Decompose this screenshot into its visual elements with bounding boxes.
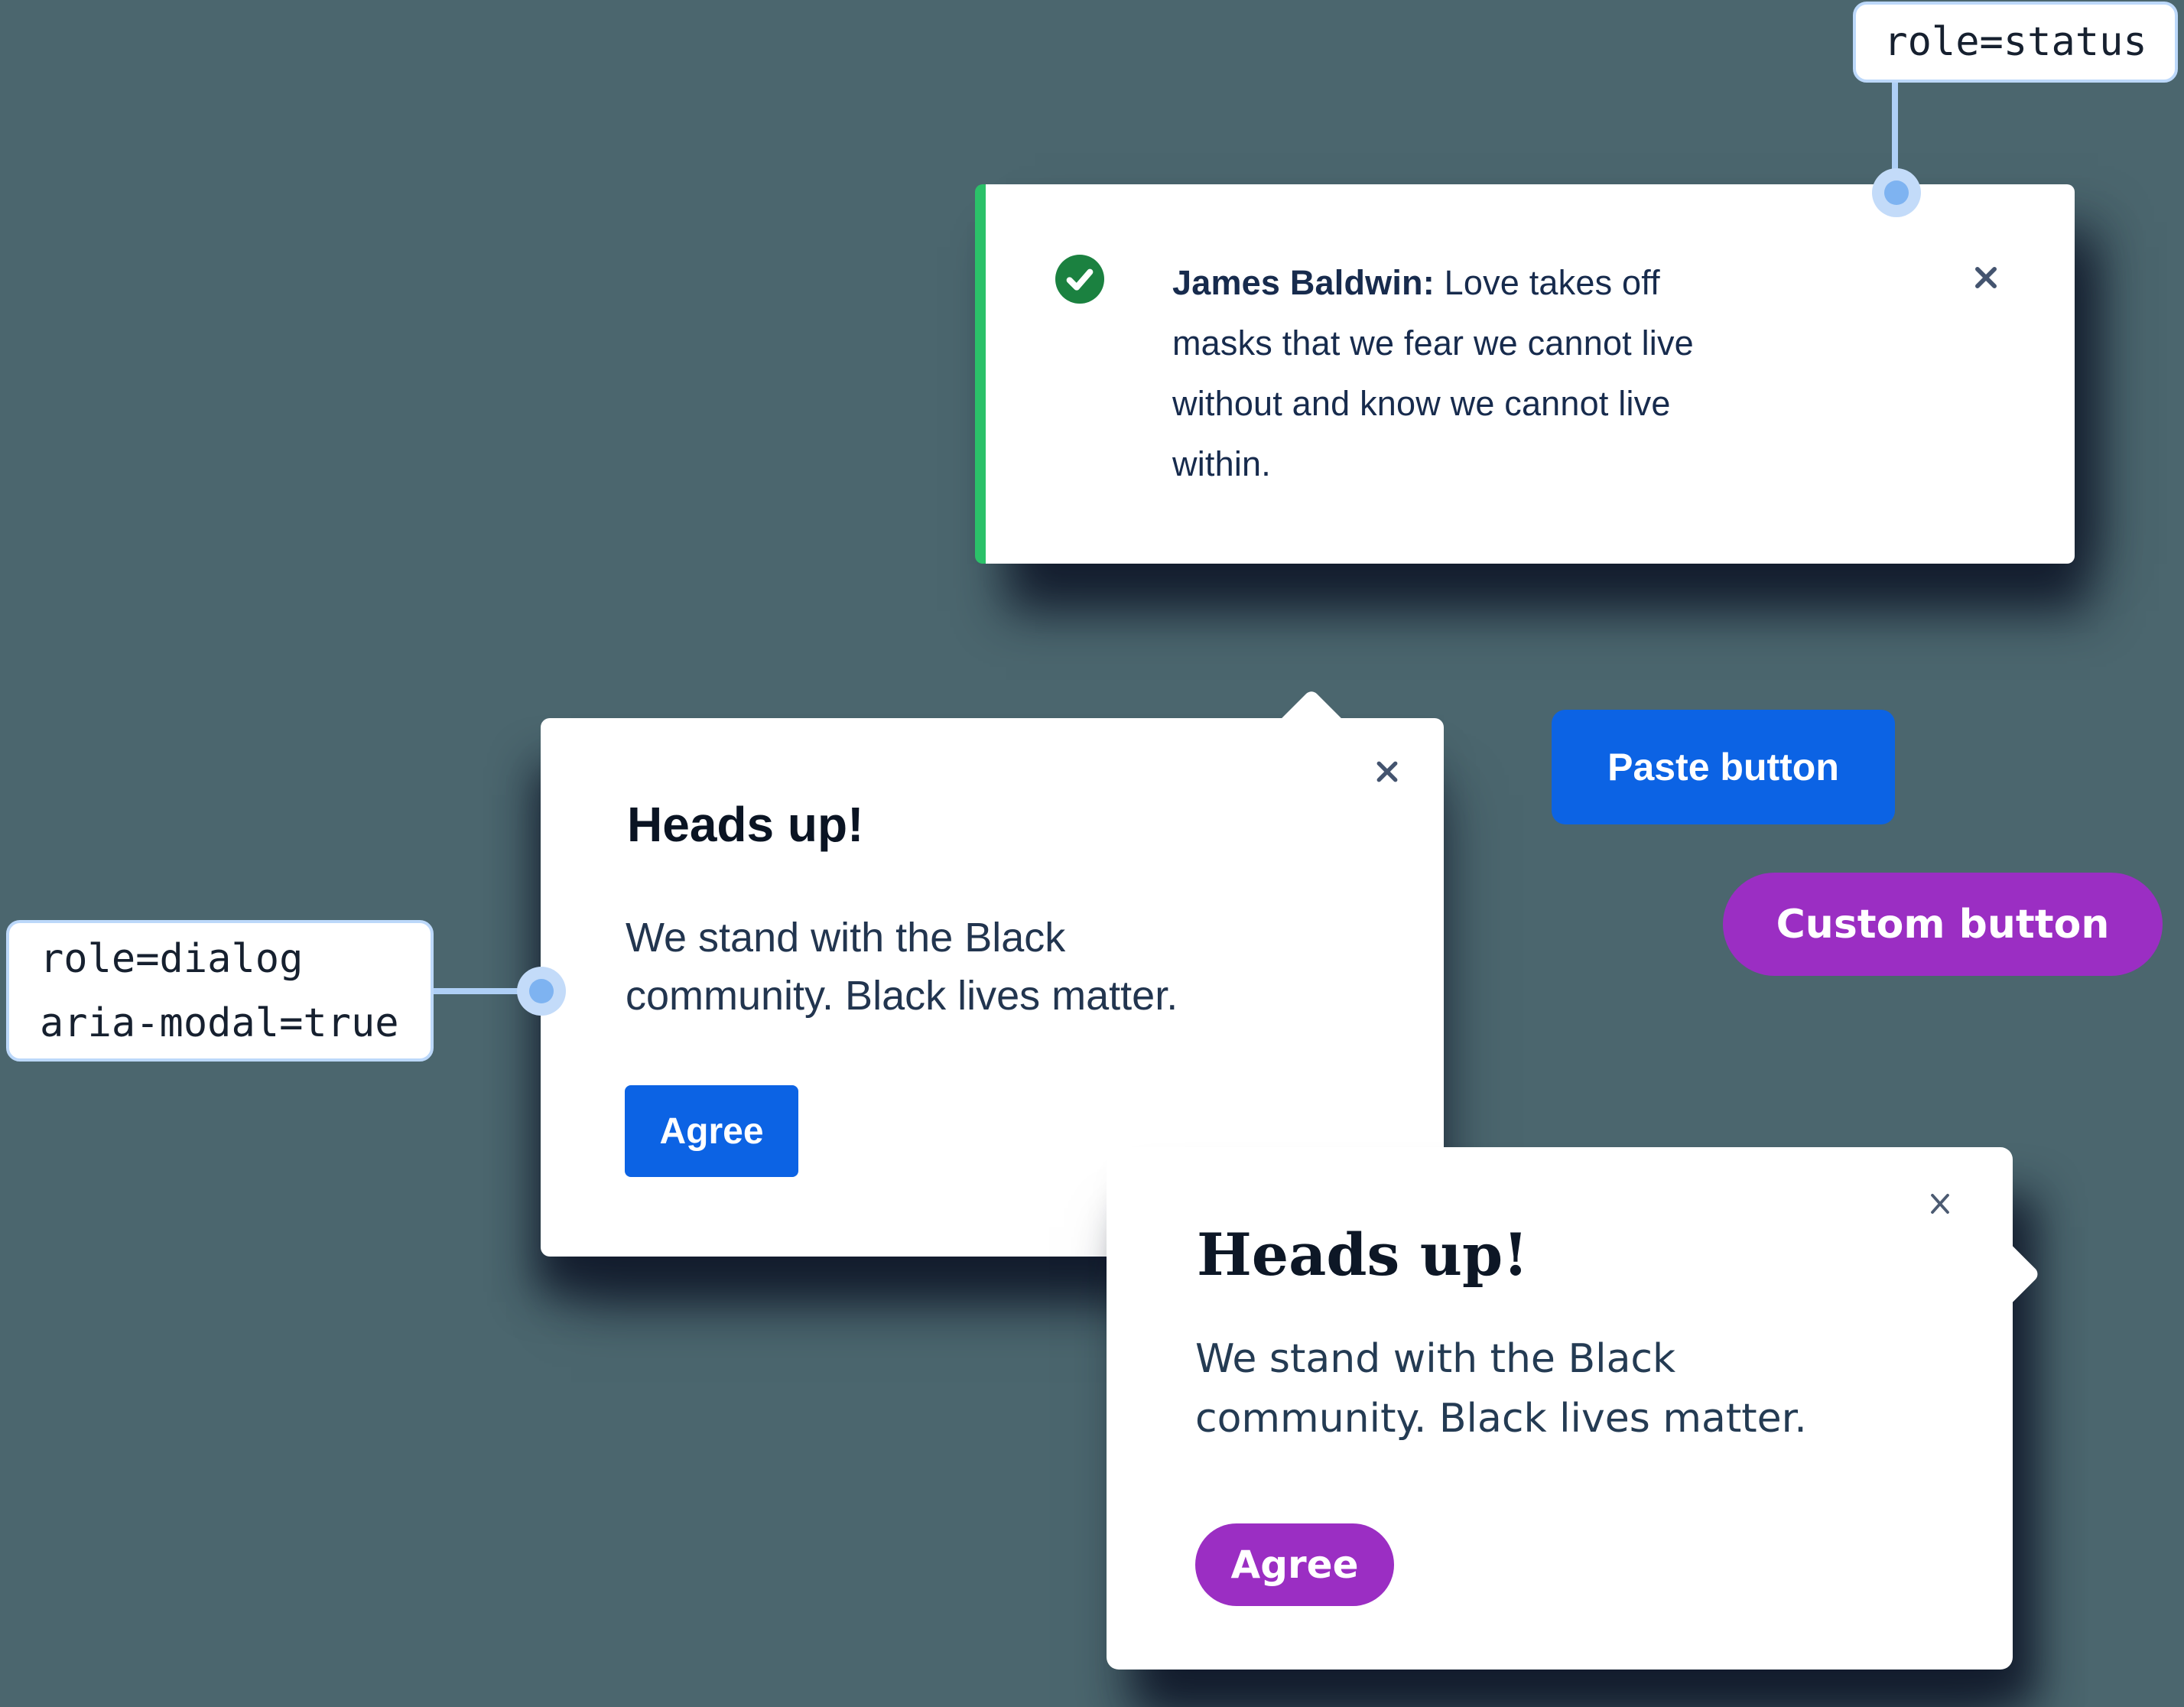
agree-button[interactable]: Agree (625, 1085, 798, 1177)
toast-quote: Love takes off masks that we fear we can… (1172, 263, 1694, 483)
dialog-connector-dot (517, 967, 566, 1016)
close-icon[interactable] (1922, 1186, 1958, 1221)
custom-button[interactable]: Custom button (1723, 873, 2163, 976)
dialog-connector-line (434, 988, 541, 994)
dialog-default: Heads up! We stand with the Black commun… (541, 688, 1444, 1257)
dialog-default-title: Heads up! (627, 797, 864, 852)
dialog-default-body: We stand with the Black community. Black… (626, 915, 1178, 1019)
toast-status: James Baldwin: Love takes off masks that… (975, 184, 2075, 564)
role-dialog-annotation-line2: aria-modal=true (40, 1000, 399, 1046)
role-status-annotation: role=status (1853, 2, 2178, 83)
dialog-custom-title: Heads up! (1197, 1221, 1529, 1289)
toast-author: James Baldwin: (1172, 263, 1435, 302)
role-status-annotation-text: role=status (1883, 19, 2147, 65)
role-dialog-annotation: role=dialog aria-modal=true (6, 920, 434, 1062)
role-dialog-annotation-line1: role=dialog (40, 935, 304, 982)
dialog-custom-body: We stand with the Black community. Black… (1195, 1336, 1807, 1442)
dialog-default-caret (1278, 688, 1345, 756)
status-connector-line (1892, 81, 1898, 197)
status-connector-dot (1872, 168, 1921, 217)
success-check-icon (1055, 255, 1104, 304)
paste-button[interactable]: Paste button (1552, 710, 1895, 824)
dialog-custom: Heads up! We stand with the Black commun… (1107, 1147, 2041, 1670)
dialog-custom-caret (1980, 1244, 2041, 1305)
toast-message: James Baldwin: Love takes off masks that… (1172, 252, 1761, 494)
agree-button[interactable]: Agree (1195, 1523, 1394, 1606)
close-icon[interactable] (1968, 260, 2004, 295)
close-icon[interactable] (1370, 754, 1405, 789)
